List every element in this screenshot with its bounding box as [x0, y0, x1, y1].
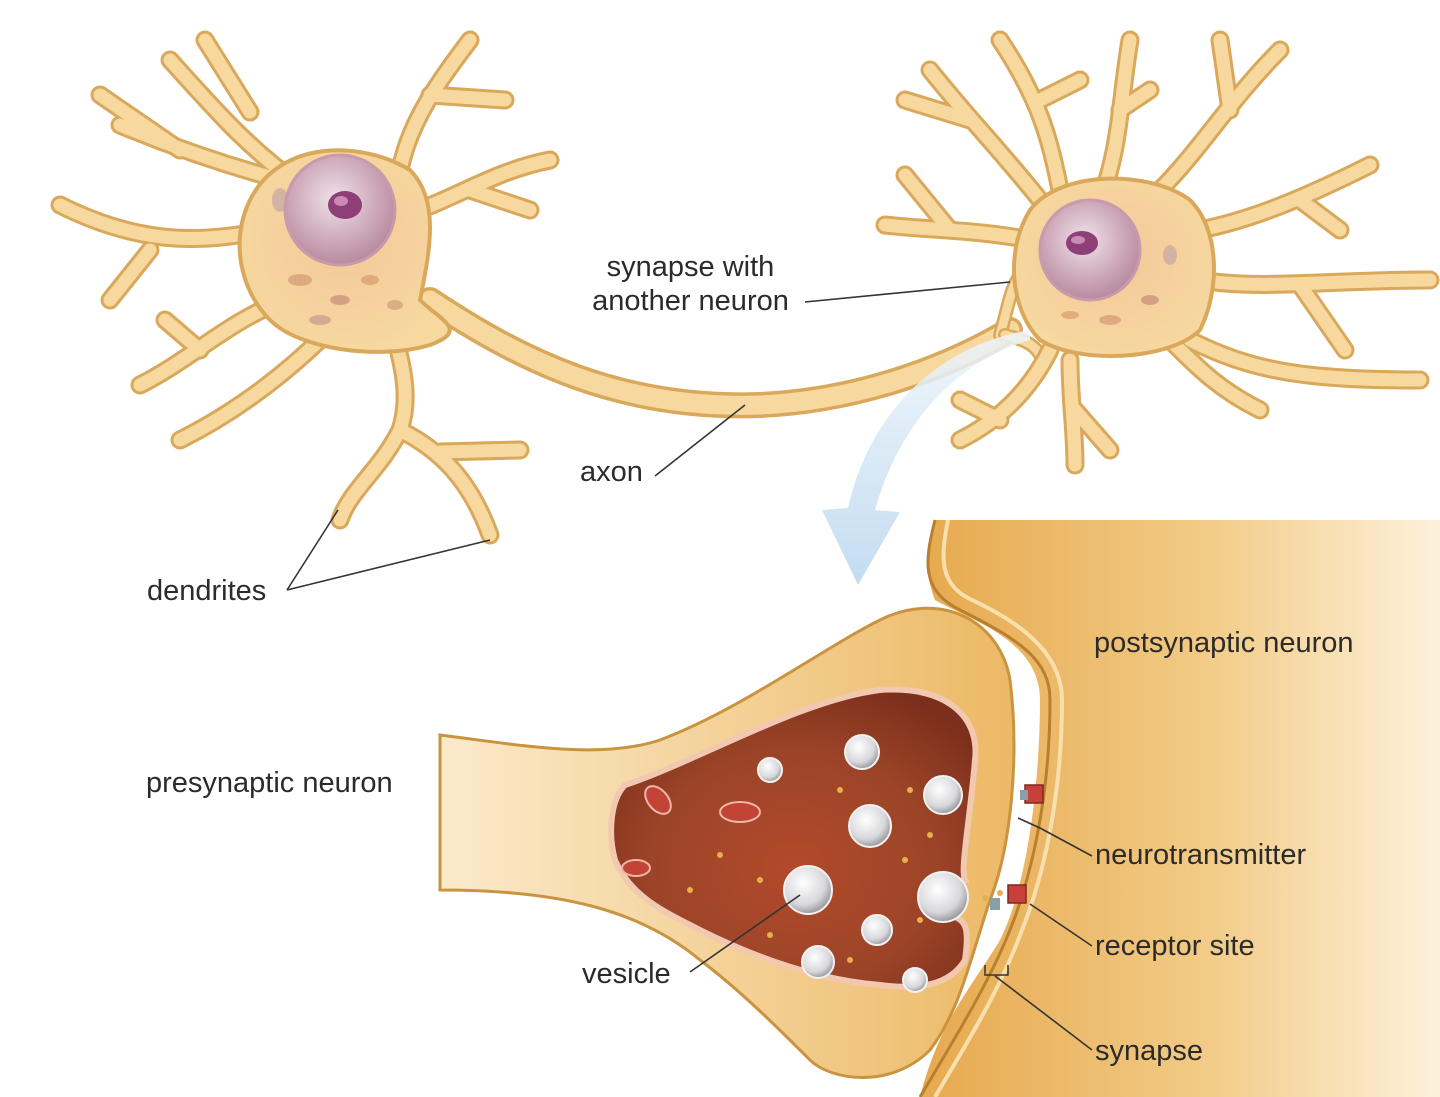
leader-neurotransmitter	[1017, 817, 1093, 857]
vesicle	[902, 967, 928, 993]
synapse-bracket	[984, 965, 1009, 976]
label-synapse: synapse	[1095, 1035, 1204, 1067]
label-postsynaptic-neuron: postsynaptic neuron	[1094, 627, 1354, 659]
leader-dendrites-a	[286, 509, 339, 591]
label-vesicle: vesicle	[582, 958, 671, 990]
leader-lines	[286, 281, 1093, 1051]
mitochondria	[621, 785, 761, 877]
label-synapse-line2: another neuron	[592, 285, 789, 318]
leader-synapse-with-another-neuron	[804, 281, 1011, 303]
vesicle	[917, 871, 969, 923]
label-synapse-with-another-neuron: synapse with another neuron	[578, 250, 803, 318]
label-neurotransmitter: neurotransmitter	[1095, 839, 1307, 871]
vesicle	[844, 734, 880, 770]
right-neuron	[875, 30, 1440, 475]
zoom-arrow	[822, 330, 1030, 585]
neurotransmitter-molecules	[687, 787, 1003, 963]
right-organelles	[1061, 245, 1177, 325]
leader-vesicle	[689, 894, 801, 973]
presynaptic-neuron	[438, 606, 1044, 1079]
vesicle	[801, 945, 835, 979]
label-receptor-site: receptor site	[1095, 930, 1255, 962]
vesicle	[757, 757, 783, 783]
vesicle	[861, 914, 893, 946]
vesicle	[848, 804, 892, 848]
vesicle	[783, 865, 833, 915]
vesicle	[923, 775, 963, 815]
leader-receptor-site	[1029, 903, 1093, 947]
label-synapse-line1: synapse with	[606, 251, 775, 283]
leader-axon	[654, 404, 746, 477]
left-organelles	[272, 188, 403, 325]
label-presynaptic-neuron: presynaptic neuron	[146, 767, 393, 799]
right-neuron-dendrites	[875, 30, 1440, 475]
left-neuron-dendrites	[50, 30, 560, 545]
vesicles	[757, 734, 969, 993]
label-dendrites: dendrites	[147, 575, 267, 607]
leader-dendrites-b	[286, 539, 491, 591]
leader-synapse	[994, 975, 1093, 1051]
terminal-interior	[608, 686, 979, 990]
postsynaptic-neuron	[900, 505, 1440, 1097]
label-axon: axon	[580, 456, 643, 488]
receptor-sites	[990, 784, 1044, 910]
